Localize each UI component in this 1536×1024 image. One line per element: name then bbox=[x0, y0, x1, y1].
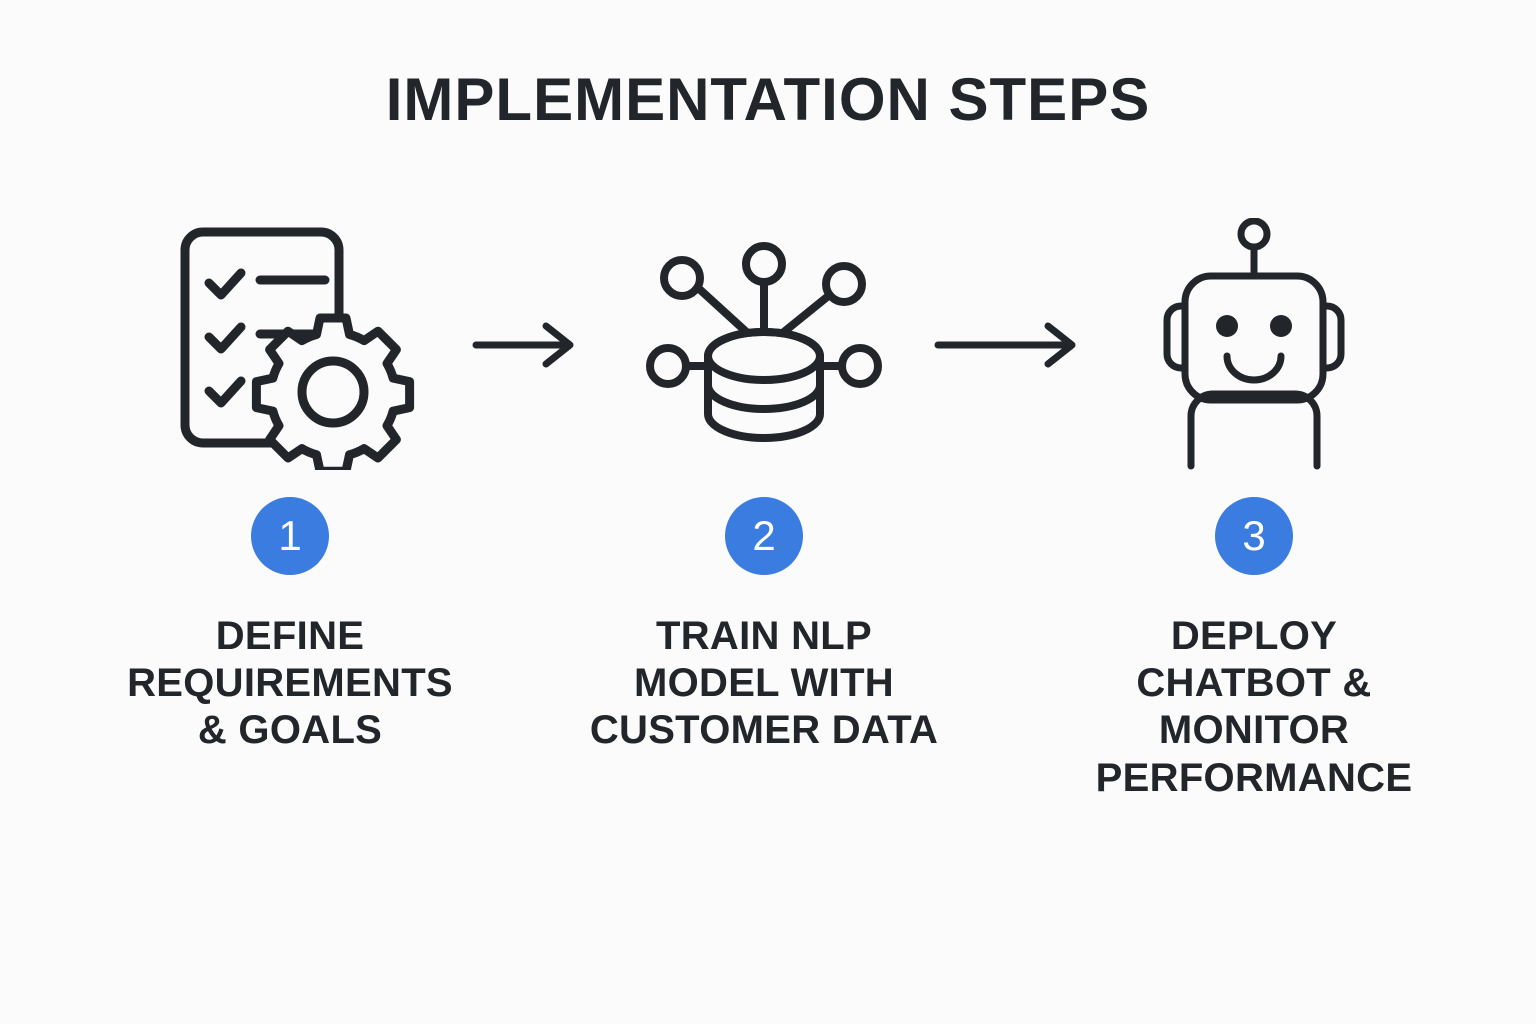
arrow-right-1 bbox=[452, 215, 602, 475]
robot-antenna-bulb bbox=[1237, 217, 1271, 250]
checklist-gear-icon bbox=[180, 227, 415, 470]
robot-smile bbox=[1223, 352, 1285, 383]
network-node-upper-right bbox=[822, 261, 866, 306]
arrow-right-2 bbox=[934, 215, 1084, 475]
arrow-right-icon bbox=[472, 322, 574, 368]
step-2-badge: 2 bbox=[725, 497, 803, 575]
arrow-right-icon bbox=[934, 322, 1076, 368]
robot-chatbot-icon bbox=[1163, 217, 1345, 469]
step-3-icon-wrap bbox=[1104, 215, 1404, 475]
step-2-label-line-1: TRAIN NLP bbox=[655, 614, 873, 658]
step-2: 2 TRAIN NLP MODEL WITH CUSTOMER DATA bbox=[564, 215, 964, 755]
step-3: 3 DEPLOY CHATBOT & MONITOR PERFORMANCE bbox=[1054, 215, 1454, 802]
step-3-label-line-3: MONITOR bbox=[1158, 708, 1350, 753]
step-2-icon-wrap bbox=[614, 215, 914, 475]
step-1-label-line-3: & GOALS bbox=[197, 708, 383, 753]
step-1-label-line-2: REQUIREMENTS bbox=[127, 661, 453, 706]
database-network-icon bbox=[646, 241, 882, 442]
robot-eye-left bbox=[1216, 314, 1238, 337]
step-3-label: DEPLOY CHATBOT & MONITOR PERFORMANCE bbox=[1044, 613, 1464, 802]
step-3-label-line-4: PERFORMANCE bbox=[1095, 755, 1413, 800]
step-1-badge: 1 bbox=[251, 497, 329, 575]
step-1-label-line-1: DEFINE bbox=[215, 614, 365, 658]
step-1-icon-wrap bbox=[140, 215, 440, 475]
step-3-badge: 3 bbox=[1215, 497, 1293, 575]
step-1: 1 DEFINE REQUIREMENTS & GOALS bbox=[90, 215, 490, 755]
steps-row: 1 DEFINE REQUIREMENTS & GOALS bbox=[90, 215, 1446, 802]
network-node-right bbox=[838, 343, 882, 388]
step-3-label-line-2: CHATBOT & bbox=[1136, 661, 1372, 706]
network-node-top bbox=[742, 241, 786, 286]
step-1-label: DEFINE REQUIREMENTS & GOALS bbox=[80, 613, 500, 755]
step-2-label: TRAIN NLP MODEL WITH CUSTOMER DATA bbox=[554, 613, 974, 755]
network-node-left bbox=[646, 343, 690, 388]
page-title: IMPLEMENTATION STEPS bbox=[385, 66, 1151, 133]
network-node-upper-left bbox=[660, 255, 704, 300]
step-2-label-line-3: CUSTOMER DATA bbox=[589, 708, 939, 753]
step-3-label-line-1: DEPLOY bbox=[1170, 614, 1338, 658]
step-2-label-line-2: MODEL WITH bbox=[633, 661, 894, 706]
robot-eye-right bbox=[1270, 314, 1292, 337]
